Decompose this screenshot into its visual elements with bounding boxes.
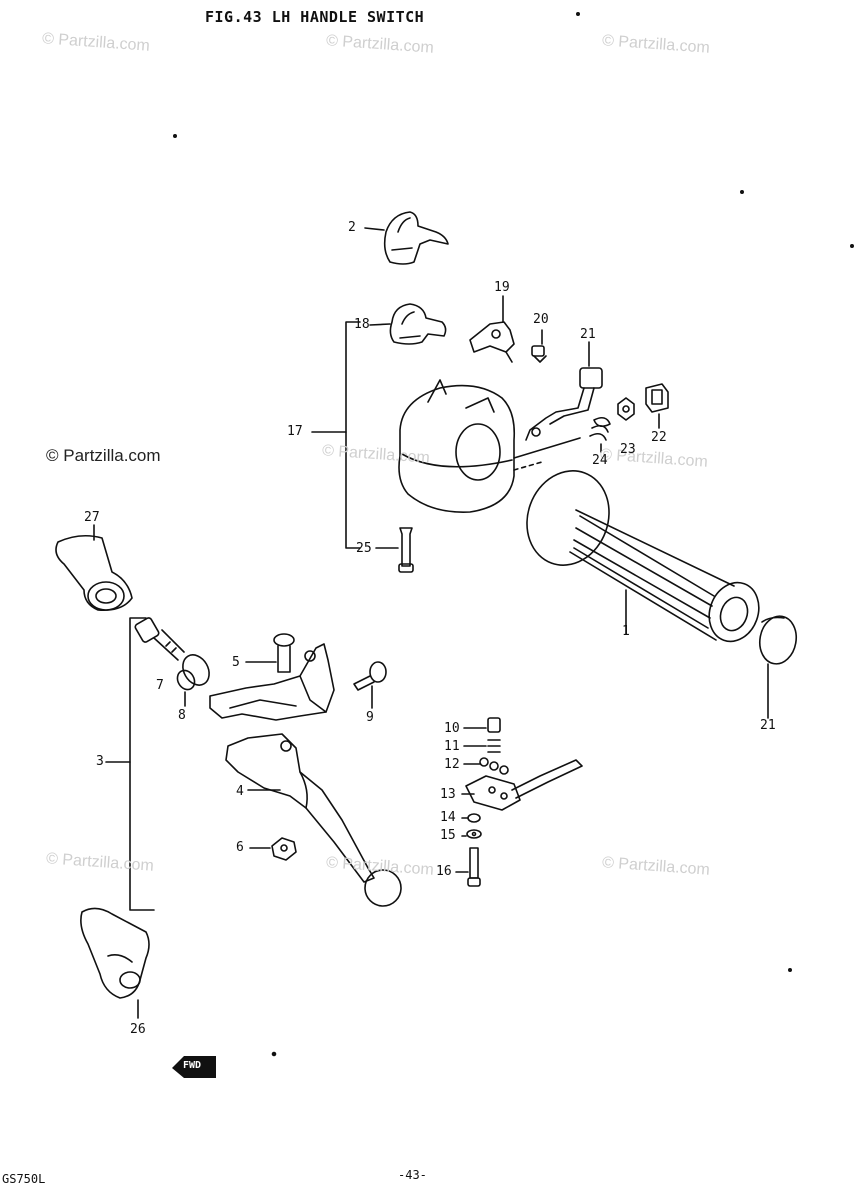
part-11-spring bbox=[487, 739, 501, 753]
callout-22: 22 bbox=[651, 430, 667, 445]
part-20-screw bbox=[531, 345, 547, 363]
part-6-nut bbox=[271, 837, 297, 861]
lever-holder bbox=[209, 643, 335, 721]
watermark: © Partzilla.com bbox=[46, 446, 161, 465]
callout-26: 26 bbox=[130, 1022, 146, 1037]
callout-4: 4 bbox=[236, 784, 244, 799]
callout-8: 8 bbox=[178, 708, 186, 723]
part-1-grip bbox=[526, 470, 760, 643]
part-27-boot bbox=[55, 534, 133, 612]
part-10-screw bbox=[487, 717, 501, 733]
part-8-bushing bbox=[176, 654, 210, 691]
part-9-screw bbox=[353, 661, 387, 691]
callout-18: 18 bbox=[354, 317, 370, 332]
callout-25: 25 bbox=[356, 541, 372, 556]
part-23-nut bbox=[617, 397, 635, 421]
callout-27: 27 bbox=[84, 510, 100, 525]
part-19-lever bbox=[469, 321, 515, 363]
part-4-lever bbox=[225, 733, 402, 907]
page-number: -43- bbox=[398, 1168, 427, 1182]
fwd-label: FWD bbox=[183, 1060, 202, 1071]
callout-2: 2 bbox=[348, 220, 356, 235]
part-15-washer bbox=[466, 829, 482, 839]
callout-1: 1 bbox=[622, 624, 630, 639]
part-24-spring bbox=[589, 416, 611, 441]
callout-24: 24 bbox=[592, 453, 608, 468]
part-2-clamp bbox=[383, 211, 449, 265]
part-22-knob bbox=[645, 383, 669, 413]
part-18-cover bbox=[389, 303, 447, 345]
figure-title: FIG.43 LH HANDLE SWITCH bbox=[205, 8, 425, 26]
part-21-contact-arm bbox=[525, 367, 603, 441]
callout-15: 15 bbox=[440, 828, 456, 843]
callout-5: 5 bbox=[232, 655, 240, 670]
callout-12: 12 bbox=[444, 757, 460, 772]
callout-17: 17 bbox=[287, 424, 303, 439]
part-13-switch-base bbox=[465, 759, 583, 811]
part-17-housing bbox=[398, 379, 581, 513]
part-16-screw bbox=[467, 847, 481, 887]
part-7-bolt bbox=[134, 617, 185, 661]
model-code: GS750L bbox=[2, 1172, 46, 1186]
part-25-screw bbox=[398, 527, 414, 573]
part-26-lever-cover bbox=[80, 907, 150, 999]
callout-6: 6 bbox=[236, 840, 244, 855]
callout-23: 23 bbox=[620, 442, 636, 457]
leader-2 bbox=[364, 227, 385, 231]
fwd-arrow-icon bbox=[172, 1056, 216, 1078]
callout-13: 13 bbox=[440, 787, 456, 802]
callout-9: 9 bbox=[366, 710, 374, 725]
part-21-end-cap bbox=[758, 615, 798, 665]
callout-19: 19 bbox=[494, 280, 510, 295]
part-14-washer bbox=[467, 813, 481, 823]
leader-18 bbox=[369, 323, 391, 326]
callout-11: 11 bbox=[444, 739, 460, 754]
callout-21-lower: 21 bbox=[760, 718, 776, 733]
bracket-3 bbox=[129, 617, 155, 911]
part-12-contacts bbox=[479, 757, 509, 775]
callout-7: 7 bbox=[156, 678, 164, 693]
part-5-pivot bbox=[273, 633, 295, 673]
callout-3: 3 bbox=[96, 754, 104, 769]
bracket-17 bbox=[345, 321, 361, 549]
callout-20: 20 bbox=[533, 312, 549, 327]
callout-21: 21 bbox=[580, 327, 596, 342]
callout-16: 16 bbox=[436, 864, 452, 879]
callout-10: 10 bbox=[444, 721, 460, 736]
callout-14: 14 bbox=[440, 810, 456, 825]
